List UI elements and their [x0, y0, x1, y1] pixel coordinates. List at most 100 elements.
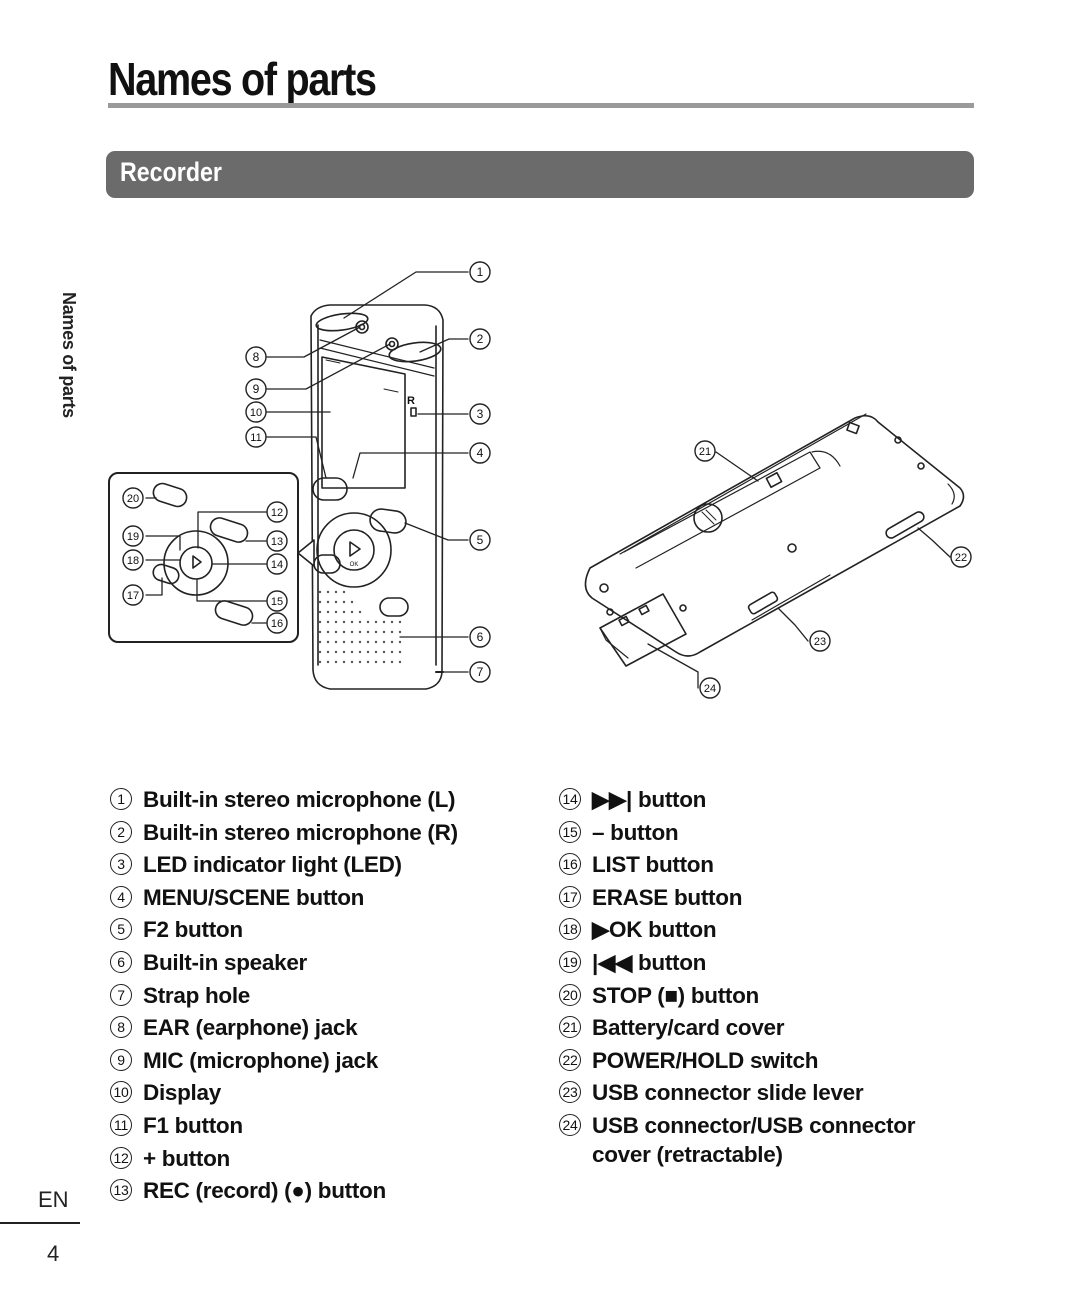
language-rule — [0, 1222, 80, 1224]
item-label: Built-in stereo microphone (L) — [143, 787, 456, 812]
item-label: Display — [143, 1080, 221, 1106]
callout-5: 5 — [477, 533, 484, 547]
callout-3: 3 — [477, 407, 484, 421]
callout-22: 22 — [955, 552, 967, 564]
list-item: 13 REC (record) (●) button — [110, 1176, 458, 1209]
callout-14: 14 — [271, 559, 283, 571]
list-item: 14 ▶▶| button — [559, 785, 937, 818]
list-item: 19|◀◀ button — [559, 948, 937, 981]
callout-9: 9 — [253, 382, 260, 396]
item-number: 14 — [559, 788, 581, 810]
item-number: 15 — [559, 820, 581, 843]
title-underline — [108, 103, 974, 108]
list-item: 3 LED indicator light (LED) — [110, 850, 458, 883]
list-item: 15 – button — [559, 818, 937, 851]
item-label: EAR (earphone) jack — [143, 1015, 358, 1041]
item-number: 3 — [110, 853, 132, 876]
item-label: REC (record) (●) button — [143, 1178, 386, 1204]
item-number: 21 — [559, 1016, 581, 1039]
item-number: 19 — [559, 950, 581, 973]
list-item: 22 POWER/HOLD switch — [559, 1046, 937, 1079]
item-label: ▶OK button — [592, 917, 717, 943]
callout-23: 23 — [814, 636, 826, 648]
callout-7: 7 — [477, 665, 484, 679]
item-label: POWER/HOLD switch — [592, 1047, 819, 1073]
item-number: 17 — [559, 885, 581, 908]
item-label: LED indicator light (LED) — [143, 852, 402, 878]
callout-11: 11 — [250, 432, 261, 444]
item-number: 1 — [110, 788, 132, 810]
list-item: 18▶OK button — [559, 915, 937, 948]
item-number: 10 — [110, 1081, 132, 1104]
side-tab-label: Names of parts — [59, 292, 79, 418]
item-label: ERASE button — [592, 884, 743, 910]
item-label: MENU/SCENE button — [143, 884, 365, 910]
button-detail-inset — [108, 472, 315, 643]
callout-circles — [122, 261, 972, 699]
callout-24: 24 — [704, 683, 716, 695]
list-item: 21 Battery/card cover — [559, 1013, 937, 1046]
recorder-front-view — [310, 304, 444, 690]
callout-8: 8 — [253, 350, 260, 364]
item-number: 22 — [559, 1048, 581, 1071]
callout-17: 17 — [127, 590, 139, 602]
list-item: 1 Built-in stereo microphone (L) — [110, 785, 458, 818]
item-label: USB connector/USB connector cover (retra… — [592, 1112, 916, 1167]
item-label: MIC (microphone) jack — [143, 1047, 378, 1073]
callout-12: 12 — [271, 507, 283, 519]
list-item: 7 Strap hole — [110, 981, 458, 1014]
item-number: 7 — [110, 983, 132, 1006]
callout-1: 1 — [477, 265, 484, 279]
item-number: 13 — [110, 1179, 132, 1202]
ok-mark: OK — [350, 562, 359, 568]
list-item: 17 ERASE button — [559, 883, 937, 916]
item-number: 11 — [110, 1113, 132, 1136]
callout-18: 18 — [127, 555, 139, 567]
item-number: 6 — [110, 950, 132, 973]
page-number: 4 — [47, 1241, 60, 1266]
list-item: 6 Built-in speaker — [110, 948, 458, 981]
item-label: STOP (■) button — [592, 982, 759, 1008]
callout-13: 13 — [271, 536, 283, 548]
callout-4: 4 — [477, 446, 484, 460]
item-label: Battery/card cover — [592, 1015, 785, 1041]
callout-2: 2 — [477, 332, 484, 346]
recorder-illustration: 1 2 3 4 5 6 7 8 9 10 11 12 13 14 15 16 2… — [108, 261, 972, 699]
item-label: Built-in stereo microphone (R) — [143, 819, 458, 845]
item-label: Strap hole — [143, 982, 251, 1008]
section-title: Recorder — [120, 157, 222, 187]
callout-numbers: 1 2 3 4 5 6 7 8 9 10 11 12 13 14 15 16 2… — [127, 265, 967, 695]
callout-6: 6 — [477, 630, 484, 644]
language-label: EN — [38, 1187, 69, 1212]
item-number: 12 — [110, 1146, 132, 1169]
item-label: F1 button — [143, 1112, 243, 1138]
callout-19: 19 — [127, 531, 139, 543]
item-label: + button — [143, 1145, 230, 1171]
page-title: Names of parts — [108, 53, 377, 105]
callout-21: 21 — [699, 446, 711, 458]
item-label: F2 button — [143, 917, 243, 943]
item-number: 23 — [559, 1081, 581, 1104]
item-label: – button — [592, 819, 679, 845]
list-item: 11 F1 button — [110, 1111, 458, 1144]
recorder-back-view — [584, 413, 965, 667]
r-channel-mark: R — [407, 395, 415, 407]
item-number: 16 — [559, 853, 581, 876]
item-label: ▶▶| button — [592, 787, 707, 812]
callout-15: 15 — [271, 596, 283, 608]
callout-10: 10 — [250, 407, 262, 419]
item-label: Built-in speaker — [143, 949, 307, 975]
callout-20: 20 — [127, 493, 139, 505]
list-item: 12 + button — [110, 1144, 458, 1177]
